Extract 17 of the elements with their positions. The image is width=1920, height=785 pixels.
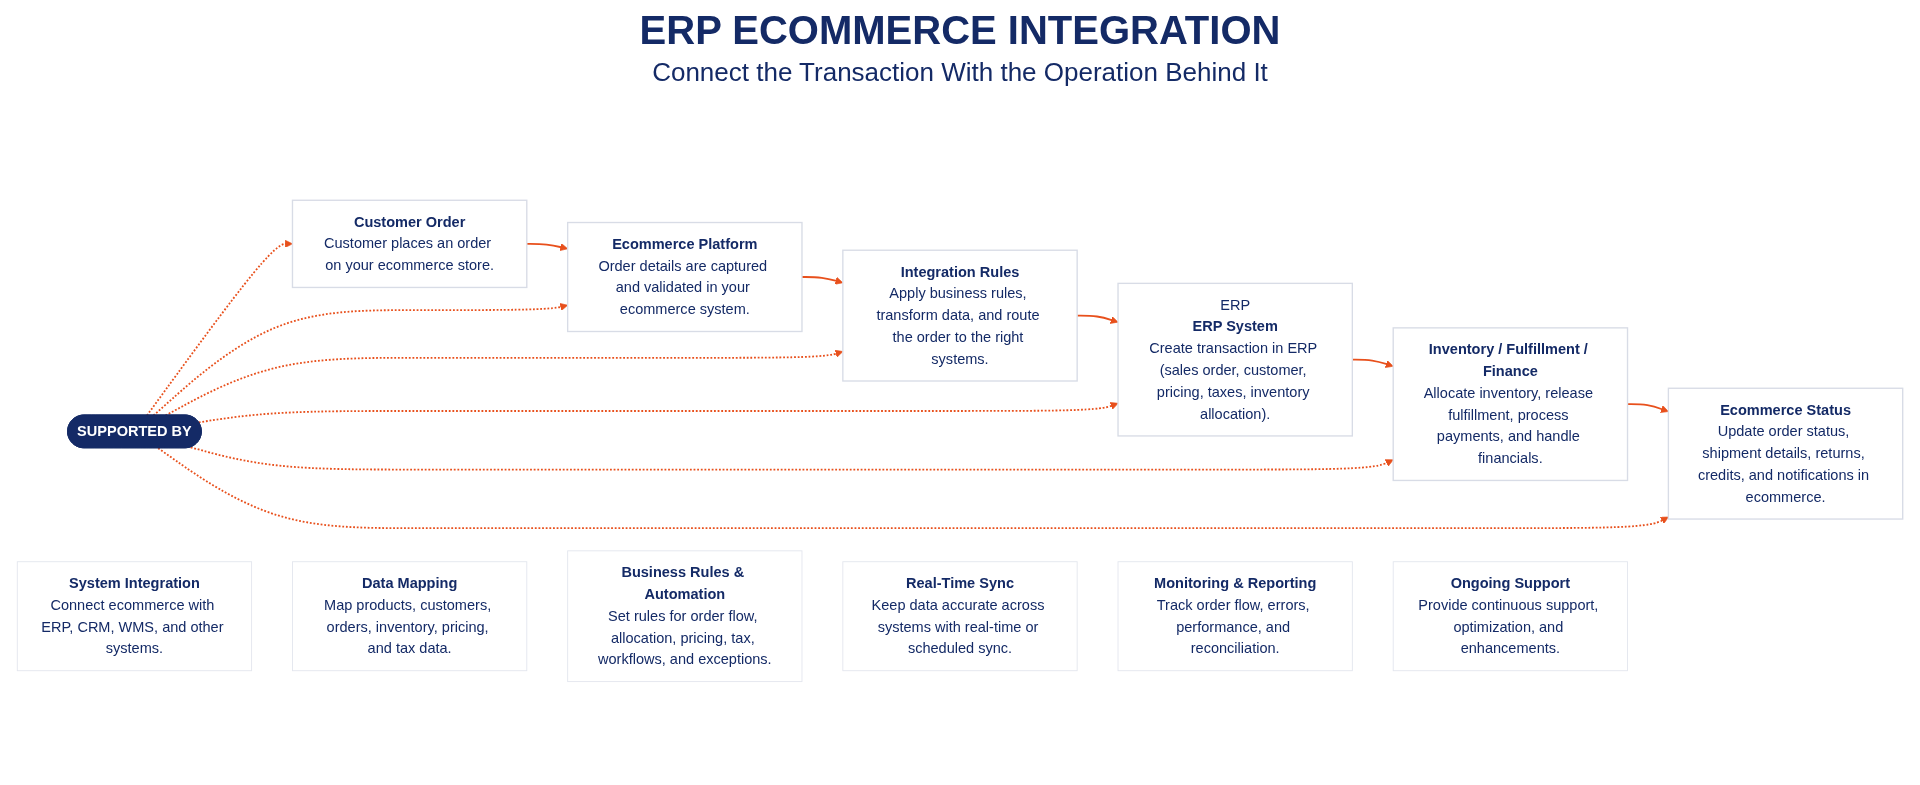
title: ERP ECOMMERCE INTEGRATION xyxy=(639,8,1281,53)
arrow xyxy=(197,401,1119,423)
node-box: Data Mapping Map products, customers, orders, inventory, pricing, and tax data. xyxy=(292,560,528,671)
subtitle: Connect the Transaction With the Operation Behind It xyxy=(652,57,1268,88)
node-box: ERP ERP System Create transaction in ERP (sales order, customer, pricing, taxes, inventory allocation). xyxy=(1117,282,1353,437)
node-box: Ongoing Support Provide continuous support, optimization, and enhancements. xyxy=(1392,560,1628,671)
arrow xyxy=(157,446,1669,529)
node-box: Ecommerce Platform Order details are captured and validated in your ecommerce system. xyxy=(567,221,803,332)
arrow xyxy=(146,239,293,416)
node-box: Ecommerce Status Update order status, shipment details, returns, credits, and notifications in ecommerce. xyxy=(1667,387,1904,520)
arrow xyxy=(189,445,1394,471)
node-box: Inventory / Fulfillment / Finance Allocate inventory, release fulfillment, process payments, and handle financials. xyxy=(1392,326,1629,481)
node-box: Business Rules & Automation Set rules for order flow, allocation, pricing, tax, workflows, and exceptions. xyxy=(567,549,803,682)
node-box: Monitoring & Reporting Track order flow, errors, performance, and reconciliation. xyxy=(1117,560,1353,671)
node-box: Customer Order Customer places an order on your ecommerce store. xyxy=(291,199,528,288)
node-box: Integration Rules Apply business rules, transform data, and route the order to the right systems. xyxy=(842,249,1078,382)
node-box: System Integration Connect ecommerce with ERP, CRM, WMS, and other systems. xyxy=(16,560,253,671)
